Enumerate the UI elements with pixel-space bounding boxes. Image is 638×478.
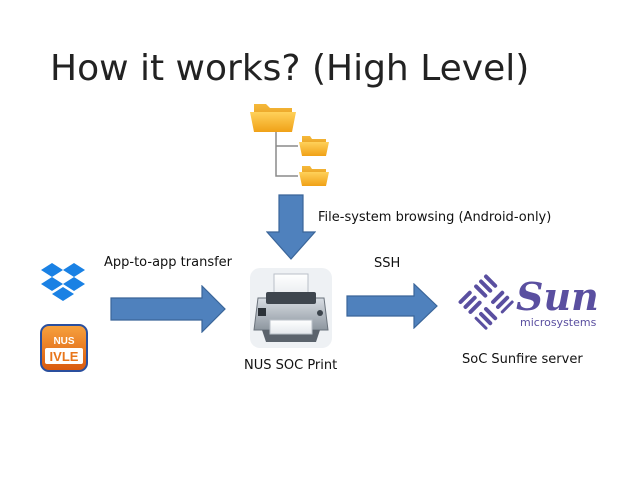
dropbox-icon: [40, 262, 86, 304]
slide-title: How it works? (High Level): [50, 48, 530, 89]
sun-microsystems-logo: Sun microsystems: [458, 270, 604, 334]
ssh-arrow: [346, 283, 438, 329]
ssh-label: SSH: [374, 256, 401, 271]
sun-sub: microsystems: [520, 316, 597, 329]
app-to-app-arrow: [110, 285, 226, 333]
ivle-nus-text: NUS: [53, 336, 74, 347]
ivle-text: IVLE: [50, 349, 79, 364]
ivle-icon: NUS IVLE: [40, 324, 88, 372]
sun-word: Sun: [516, 274, 599, 319]
file-system-label: File-system browsing (Android-only): [318, 210, 552, 225]
app-to-app-label: App-to-app transfer: [104, 255, 233, 270]
sunfire-label: SoC Sunfire server: [462, 352, 583, 367]
down-arrow: [266, 194, 316, 260]
printer-icon: [250, 268, 332, 348]
folder-tree-icon: [246, 96, 334, 188]
nus-soc-print-label: NUS SOC Print: [244, 358, 338, 373]
